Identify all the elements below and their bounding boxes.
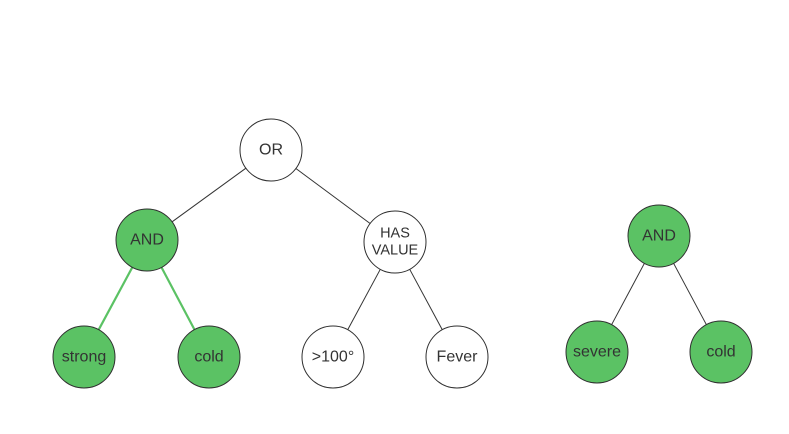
node-circle [115, 208, 179, 272]
node-circle [239, 118, 303, 182]
node-label: VALUE [372, 243, 419, 259]
edge-and-right-to-severe [611, 263, 645, 325]
node-gt100: >100° [301, 325, 365, 389]
edge-and-left-to-cold-left [160, 266, 196, 331]
node-cold-right: cold [689, 320, 753, 384]
node-label: HAS [380, 226, 410, 242]
edge-and-left-to-strong [97, 266, 134, 331]
node-circle [52, 325, 116, 389]
node-label: strong [62, 349, 106, 366]
node-label: OR [259, 142, 283, 159]
node-fever: Fever [425, 325, 489, 389]
node-strong: strong [52, 325, 116, 389]
node-label: Fever [437, 349, 479, 366]
edge-or-to-has-value [295, 168, 371, 224]
edge-or-to-and-left [171, 167, 247, 223]
node-or: OR [239, 118, 303, 182]
node-label: cold [194, 349, 223, 366]
node-label: >100° [312, 349, 354, 366]
edge-and-right-to-cold-right [673, 263, 707, 325]
node-circle [301, 325, 365, 389]
node-circle [627, 204, 691, 268]
edge-has-value-to-gt100 [347, 269, 381, 330]
node-circle [689, 320, 753, 384]
node-label: AND [642, 228, 676, 245]
node-and-left: AND [115, 208, 179, 272]
edge-has-value-to-fever [409, 269, 443, 330]
node-label: cold [706, 344, 735, 361]
node-circle [177, 325, 241, 389]
node-label: AND [130, 232, 164, 249]
node-circle [565, 320, 629, 384]
node-label: severe [573, 344, 621, 361]
node-circle [363, 210, 427, 274]
node-cold-left: cold [177, 325, 241, 389]
node-and-right: AND [627, 204, 691, 268]
edges-layer [97, 167, 707, 331]
node-circle [425, 325, 489, 389]
node-severe: severe [565, 320, 629, 384]
